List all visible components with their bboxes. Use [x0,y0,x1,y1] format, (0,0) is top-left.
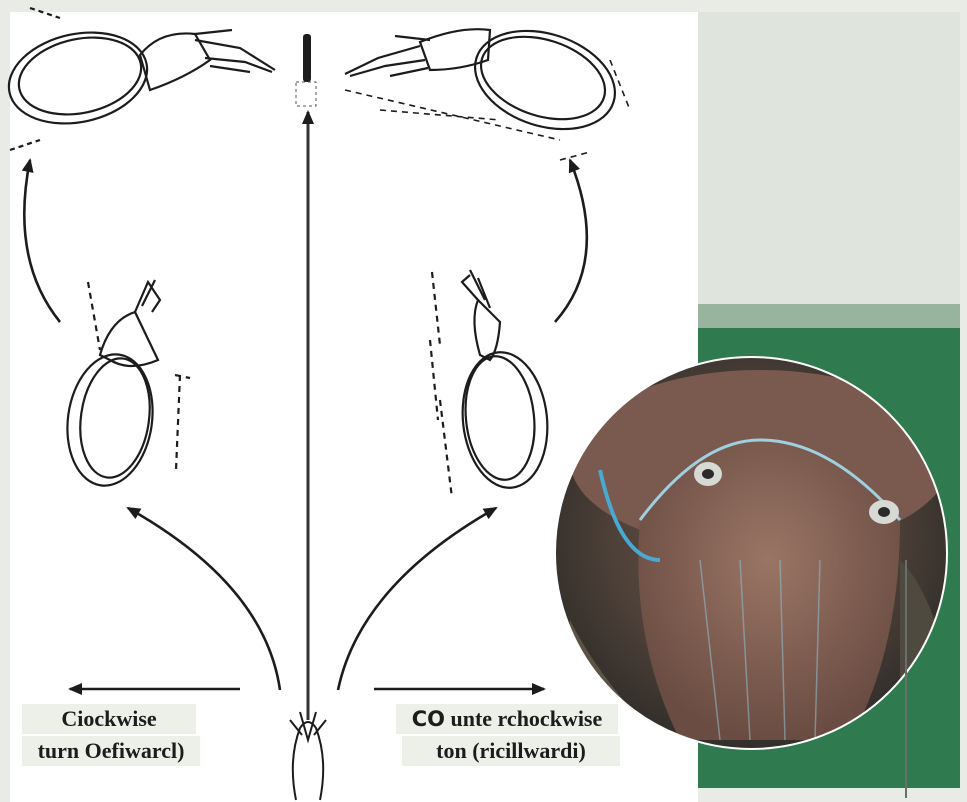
right-approach-arrow [338,508,496,690]
cuttlefish-mid-right-icon [430,270,554,498]
counterclockwise-label-line1: unte rchockwise [445,706,602,731]
counterclockwise-label-line2: ton (ricillwardi) [402,736,620,766]
counterclockwise-label-bold: CO [412,707,445,731]
clockwise-label-line1: Ciockwise [22,704,196,734]
counterclockwise-label: CO unte rchockwise [396,704,618,734]
clockwise-label-line2: turn Oefiwarcl) [22,736,200,766]
left-approach-arrow [128,508,280,690]
cuttlefish-bottom-icon [290,712,326,800]
cuttlefish-top-center-icon [296,34,316,106]
clockwise-label: Ciockwise [22,704,196,734]
cuttlefish-mid-left-icon [59,280,190,491]
left-turn-curve-arrow [24,160,60,322]
right-turn-curve-arrow [555,160,587,322]
counterclockwise-label-second: ton (ricillwardi) [402,736,620,766]
clockwise-label-second: turn Oefiwarcl) [22,736,200,766]
cuttlefish-top-left-icon [0,8,275,150]
cuttlefish-top-right-icon [345,14,630,160]
